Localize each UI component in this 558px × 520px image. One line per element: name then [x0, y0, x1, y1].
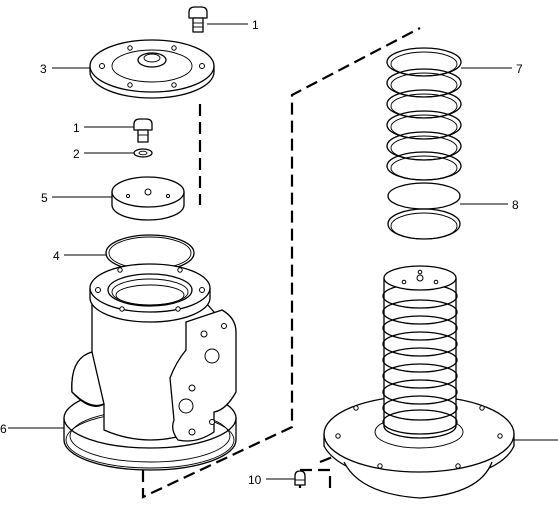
housing-bore [107, 273, 193, 307]
valve-housing [63, 263, 237, 471]
washer-ring [133, 148, 153, 158]
bolt-top [188, 6, 208, 33]
bolt-top-shank [192, 17, 204, 33]
dashed-line-housing-to-springs [141, 27, 421, 499]
callout-5: 5 [41, 191, 48, 205]
callout-1-middle: 1 [73, 121, 80, 135]
piston-column-body [383, 278, 457, 439]
disc-cap [111, 176, 185, 221]
bolt-middle-shank [137, 129, 149, 143]
base-bottom [343, 461, 493, 499]
bolt-middle [133, 118, 153, 143]
spring-stack [386, 47, 462, 181]
plug-body [294, 470, 306, 486]
piston-assembly [323, 265, 515, 499]
callout-3: 3 [40, 62, 47, 76]
callout-labels: 1 3 1 2 5 4 6 7 8 10 [0, 18, 523, 487]
callout-1-top: 1 [252, 18, 259, 32]
boss-port-upper [204, 348, 220, 364]
boss-port-lower [178, 398, 194, 414]
washer [133, 148, 153, 158]
bolt-middle-head [133, 118, 153, 131]
housing-side-bulge [71, 351, 105, 407]
callout-6: 6 [0, 422, 7, 436]
bolt-top-head [188, 6, 208, 19]
plug [294, 470, 306, 486]
callout-7: 7 [516, 62, 523, 76]
callout-4: 4 [53, 249, 60, 263]
seal-rings [387, 182, 461, 240]
callout-2: 2 [73, 147, 80, 161]
top-cover-plate [89, 39, 215, 99]
leader-lines [8, 23, 558, 480]
callout-8: 8 [512, 198, 519, 212]
cover-plate-boss [137, 52, 167, 68]
callout-10: 10 [248, 473, 262, 487]
